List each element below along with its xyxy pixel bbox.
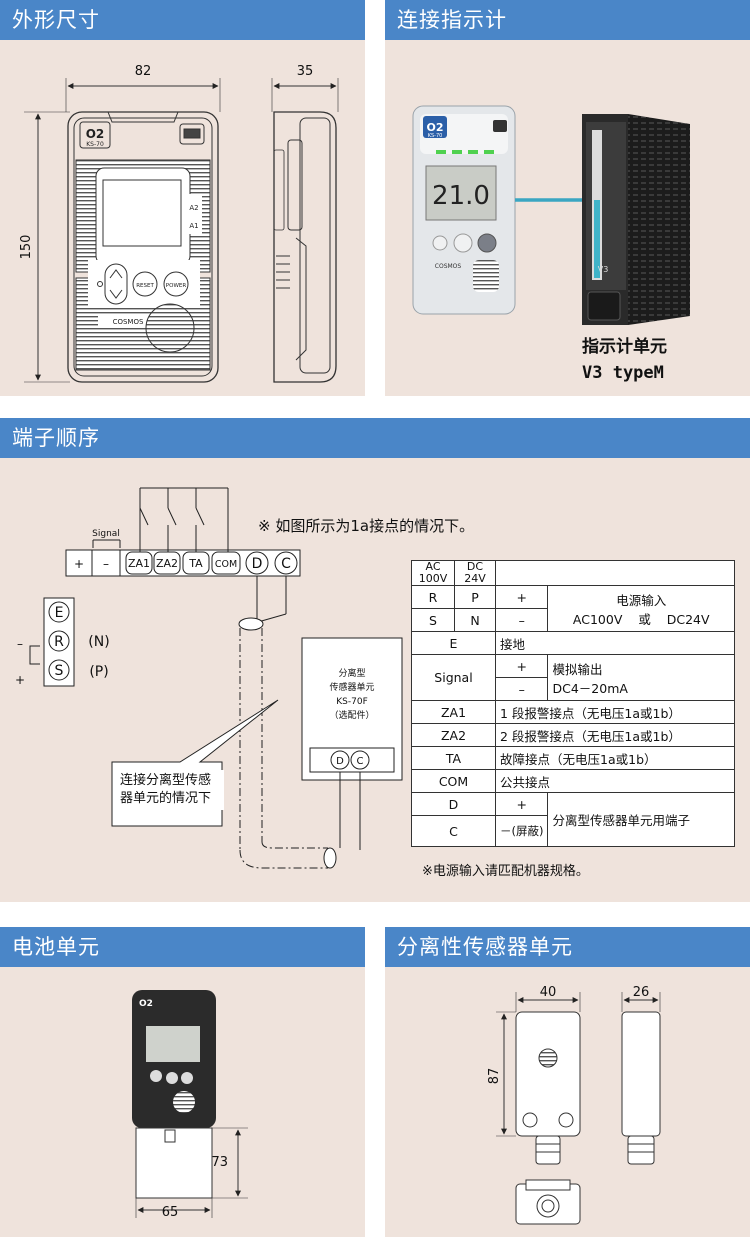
table-com: COM <box>411 769 496 793</box>
table-s: S <box>411 608 455 632</box>
detector-badge-text: O2 <box>426 121 443 134</box>
section-header-terminals: 端子顺序 <box>0 418 750 458</box>
table-ta: TA <box>411 746 496 770</box>
table-power-desc: 电源输入 AC100V 或 DC24V <box>547 585 735 632</box>
table-za1: ZA1 <box>411 700 496 724</box>
table-com-desc: 公共接点 <box>495 769 735 793</box>
table-head-ac: AC 100V <box>411 560 455 586</box>
detector-display-value: 21.0 <box>432 181 490 211</box>
table-n: N <box>454 608 496 632</box>
section-header-sensor: 分离性传感器单元 <box>385 927 750 967</box>
sep-terminal-c: C <box>357 756 364 767</box>
terminal-r: R <box>54 634 64 650</box>
battery-unit-drawing <box>132 990 248 1218</box>
table-c: C <box>411 815 496 847</box>
terminal-c: C <box>281 556 291 572</box>
front-a2-label: A2 <box>189 204 198 212</box>
table-za2: ZA2 <box>411 723 496 747</box>
sensor-dim-depth: 26 <box>633 985 650 1000</box>
table-e: E <box>411 631 496 655</box>
table-za2-desc: 2 段报警接点（无电压1a或1b） <box>495 723 735 747</box>
battery-badge-text: O2 <box>139 999 153 1009</box>
terminal-e: E <box>55 605 64 621</box>
terminal-strip-cells <box>48 551 370 770</box>
terminal-com: COM <box>215 559 237 570</box>
detector-model-text: KS-70 <box>428 133 443 139</box>
terminal-plus: + <box>74 557 84 571</box>
indicator-caption: 指示计单元 V3 typeM <box>582 334 667 386</box>
side-dim-depth: 35 <box>297 64 314 79</box>
indicator-model: V3 typeM <box>582 363 664 383</box>
separate-sensor-callout: 连接分离型传感器单元的情况下 <box>116 770 224 810</box>
front-power-label: POWER <box>166 283 187 289</box>
table-signal-plus: + <box>494 654 549 678</box>
terminal-side-minus: – <box>17 637 23 651</box>
table-power-plus: + <box>494 585 549 609</box>
sep-box-line-3: KS-70F <box>336 697 368 707</box>
table-power-dc: DC24V <box>666 611 710 627</box>
front-brand-label: COSMOS <box>113 318 144 326</box>
table-signal: Signal <box>411 654 496 701</box>
indicator-unit-photo <box>582 114 690 325</box>
table-za1-desc: 1 段报警接点（无电压1a或1b） <box>495 700 735 724</box>
sensor-dim-width: 40 <box>540 985 557 1000</box>
table-signal-minus: – <box>494 677 549 701</box>
front-view-drawing <box>24 78 221 383</box>
terminal-spec-table: AC 100V DC 24V R P + 电源输入 AC100V 或 DC24V… <box>411 560 735 847</box>
section-header-connection: 连接指示计 <box>385 0 750 40</box>
indicator-face-label: V3 <box>598 265 609 274</box>
table-shield: －(屏蔽) <box>494 815 549 847</box>
terminal-ta: TA <box>188 557 203 570</box>
front-model-text: KS-70 <box>86 141 104 148</box>
terminal-d: D <box>252 556 263 572</box>
indicator-name: 指示计单元 <box>582 337 667 357</box>
sep-box-line-1: 分离型 <box>338 667 365 679</box>
sensor-dim-height: 87 <box>487 1068 502 1085</box>
section-header-dimensions: 外形尺寸 <box>0 0 365 40</box>
table-power-title: 电源输入 <box>616 592 667 608</box>
front-dim-width: 82 <box>135 64 152 79</box>
table-d-plus: + <box>494 792 549 816</box>
terminal-strip-labels: Signal + – <box>74 529 120 571</box>
terminal-side-plus: + <box>15 673 25 687</box>
terminal-contact-note: ※ 如图所示为1a接点的情况下。 <box>258 517 475 535</box>
table-ground: 接地 <box>495 631 735 655</box>
detector-photo <box>412 105 516 315</box>
table-analog-title: 模拟输出 <box>552 661 603 677</box>
table-power-ac: AC100V <box>572 611 623 627</box>
sep-box-line-4: （选配件） <box>329 709 374 721</box>
battery-dim-width: 65 <box>162 1205 179 1220</box>
table-ta-desc: 故障接点（无电压1a或1b） <box>495 746 735 770</box>
table-power-options: AC100V 或 DC24V <box>552 609 730 628</box>
table-analog: 模拟输出 DC4－20mA <box>547 654 735 701</box>
terminal-n-label: (N) <box>88 634 109 650</box>
front-reset-label: RESET <box>136 283 154 289</box>
table-r: R <box>411 585 455 609</box>
table-power-or: 或 <box>638 611 651 627</box>
table-p: P <box>454 585 496 609</box>
front-a1-label: A1 <box>189 222 198 230</box>
table-d: D <box>411 792 496 816</box>
sensor-unit-drawing <box>496 992 661 1225</box>
table-head-dc: DC 24V <box>454 560 496 586</box>
terminal-minus: – <box>103 557 109 571</box>
terminal-signal-label: Signal <box>92 529 120 539</box>
detector-brand-label: COSMOS <box>435 263 462 270</box>
sep-terminal-d: D <box>336 756 344 767</box>
terminal-za2: ZA2 <box>156 557 178 570</box>
front-badge-text: O2 <box>86 127 105 141</box>
front-dim-height: 150 <box>19 235 34 260</box>
sep-box-line-2: 传感器单元 <box>329 681 374 693</box>
table-footnote: ※电源输入请匹配机器规格。 <box>422 864 589 879</box>
terminal-za1: ZA1 <box>128 557 150 570</box>
terminal-s: S <box>55 663 64 679</box>
side-view-drawing <box>271 78 339 383</box>
terminal-p-label: (P) <box>89 664 108 680</box>
section-header-battery: 电池单元 <box>0 927 365 967</box>
battery-dim-height: 73 <box>211 1155 228 1170</box>
table-power-minus: – <box>494 608 549 632</box>
table-analog-range: DC4－20mA <box>552 680 628 696</box>
table-sep-desc: 分离型传感器单元用端子 <box>547 792 735 847</box>
